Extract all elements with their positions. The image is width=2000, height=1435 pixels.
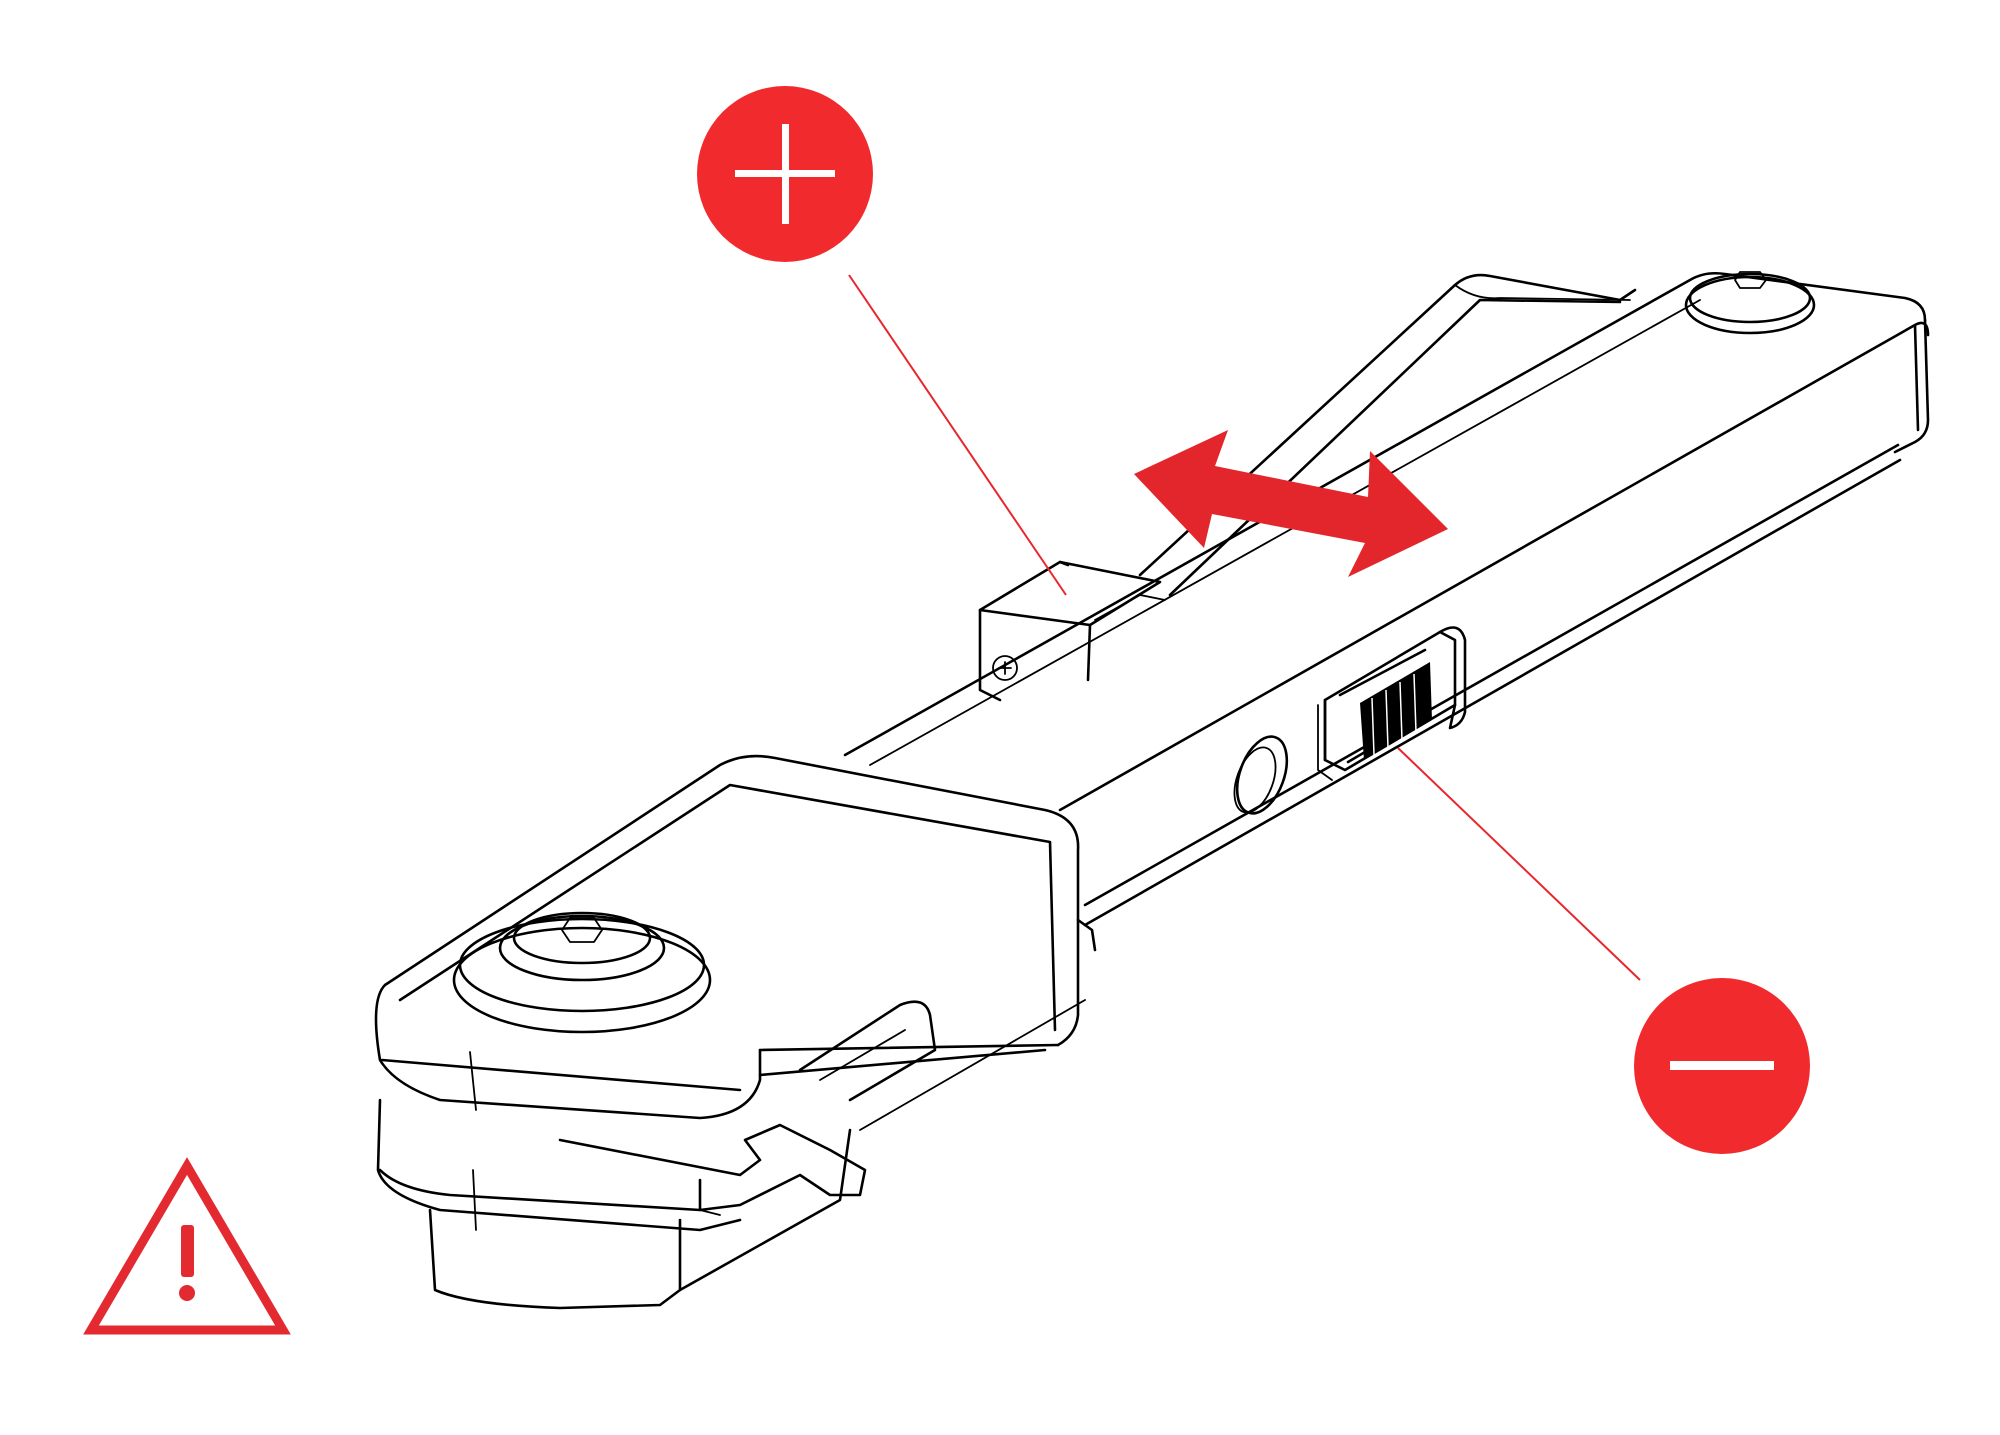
rear-bracket	[978, 560, 1166, 702]
plus-icon	[735, 124, 835, 224]
leader-line-decrease	[1397, 747, 1641, 981]
double-headed-arrow-icon	[1134, 430, 1448, 577]
decrease-callout	[1634, 978, 1810, 1154]
head-housing	[374, 754, 1080, 1120]
beam-underside	[859, 918, 1097, 1131]
minus-icon	[1670, 1061, 1774, 1070]
warning-triangle-icon	[83, 1157, 291, 1335]
lower-clamp	[376, 1098, 867, 1310]
end-screw-head	[1684, 271, 1816, 335]
arm-assembly	[374, 271, 1930, 1310]
pivot-screw	[452, 911, 712, 1034]
increase-callout	[697, 86, 873, 262]
side-slot	[1233, 735, 1289, 815]
leader-lines	[848, 274, 1641, 981]
main-beam	[843, 271, 1930, 927]
leader-line-increase	[848, 274, 1067, 596]
knurl-grip	[1360, 662, 1432, 760]
adjustment-wheel	[1317, 626, 1467, 781]
